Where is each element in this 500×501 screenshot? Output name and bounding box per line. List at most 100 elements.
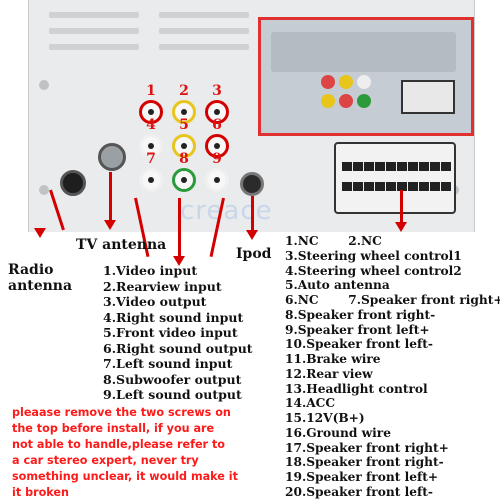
tv-antenna-arrow [109,172,112,222]
av-output-item: 7.Left sound input [103,356,233,371]
rca-number: 7 [146,151,156,167]
av-output-item: 4.Right sound input [103,309,244,325]
rca-number: 4 [146,117,156,133]
radio-antenna-label-line1: Radio [8,262,54,278]
warning-line: pleaase remove the two screws on [12,406,231,419]
harness-pin-item: 3.Steering wheel control1 [285,248,462,263]
harness-pin [397,182,407,191]
harness-pin-item: 8.Speaker front right- [285,307,436,322]
rca-jack-icon [139,100,163,124]
warning-line: it broken [12,486,69,499]
harness-pin-item: 14.ACC [285,396,336,411]
harness-pin [397,162,407,171]
harness-pin [342,162,352,171]
harness-pin [430,182,440,191]
inset-harness [401,80,455,114]
rca-number: 8 [179,151,189,167]
rca-number: 5 [179,117,189,133]
harness-pin-item: 15.12V(B+) [285,411,365,425]
harness-pin-item: 20.Speaker front left- [285,484,433,499]
vent-slot [49,28,139,34]
screw-hole [39,185,49,195]
warning-line: something unclear, it would make it [12,470,238,483]
ipod-port-icon [240,172,264,196]
av-output-item: 2.Rearview input [103,278,222,294]
inset-rca [321,94,335,108]
rca-number: 1 [146,83,156,99]
ipod-label: Ipod [236,246,272,262]
harness-pin [375,162,385,171]
av-output-item: 5.Front video input [103,325,238,340]
watermark: creace [180,196,273,226]
arrowhead-icon [173,256,185,266]
harness-pin [364,182,374,191]
harness-pin-item: 16.Ground wire [285,425,391,440]
arrowhead-icon [246,230,258,240]
harness-pin-item: 9.Speaker front left+ [285,322,430,337]
vent-slot [159,28,249,34]
av-output-item: 6.Right sound output [103,340,253,356]
harness-pin-item: 4.Steering wheel control2 [285,263,462,278]
harness-pin-item: 18.Speaker front right- [285,455,444,470]
tv-antenna-label: TV antenna [76,237,167,253]
av-arrow-center [178,198,181,258]
inset-rca [357,94,371,108]
av-output-item: 1.Video input [103,263,198,278]
inset-rca [339,94,353,108]
rca-jack-icon [172,168,196,192]
vent-slot [159,12,249,18]
harness-pin [441,182,451,191]
av-output-item: 8.Subwoofer output [103,371,242,387]
harness-arrow [400,190,403,224]
harness-pin-item: 13.Headlight control [285,381,428,396]
inset-rca [339,75,353,89]
inset-panel [271,32,456,72]
harness-pin [408,182,418,191]
harness-pin-item: 17.Speaker front right+ [285,440,449,455]
harness-pin-item: 10.Speaker front left- [285,337,433,352]
rca-jack-icon [205,134,229,158]
harness-pin [386,182,396,191]
tv-antenna-jack-icon [98,143,126,171]
rca-jack-icon [172,100,196,124]
harness-pin [430,162,440,171]
radio-antenna-label-line2: antenna [8,278,73,294]
screw-hole [39,80,49,90]
harness-pin [342,182,352,191]
installation-warning: pleaase remove the two screws on the top … [12,405,302,501]
av-output-item: 9.Left sound output [103,387,242,402]
warning-line: a car stereo expert, never try [12,454,199,467]
arrowhead-icon [34,228,46,238]
harness-pin-item: 19.Speaker front left+ [285,470,439,484]
harness-pin-item: 6.NC 7.Speaker front right+ [285,293,500,307]
harness-pin [441,162,451,171]
rca-jack-icon [172,134,196,158]
wiring-harness-connector [334,142,456,214]
vent-slot [159,44,249,50]
vent-slot [49,44,139,50]
harness-pin-item: 12.Rear view [285,366,373,381]
harness-pin [419,162,429,171]
inset-rca [357,75,371,89]
warning-line: the top before install, if you are [12,422,215,435]
rca-number: 3 [212,83,222,99]
rca-jack-icon [139,168,163,192]
harness-pin [419,182,429,191]
connector-detail-inset [258,17,474,136]
harness-pin-item: 1.NC 2.NC [285,234,382,248]
rca-number: 2 [179,83,189,99]
rca-number: 9 [212,151,222,167]
av-output-item: 3.Video output [103,294,207,309]
rca-jack-icon [205,168,229,192]
rca-number: 6 [212,117,222,133]
harness-pin-item: 5.Auto antenna [285,278,390,293]
harness-pin [364,162,374,171]
rca-jack-icon [205,100,229,124]
inset-rca [321,75,335,89]
warning-line: not able to handle,please refer to [12,438,225,451]
arrowhead-icon [104,220,116,230]
rca-jack-icon [139,134,163,158]
arrowhead-icon [395,222,407,232]
